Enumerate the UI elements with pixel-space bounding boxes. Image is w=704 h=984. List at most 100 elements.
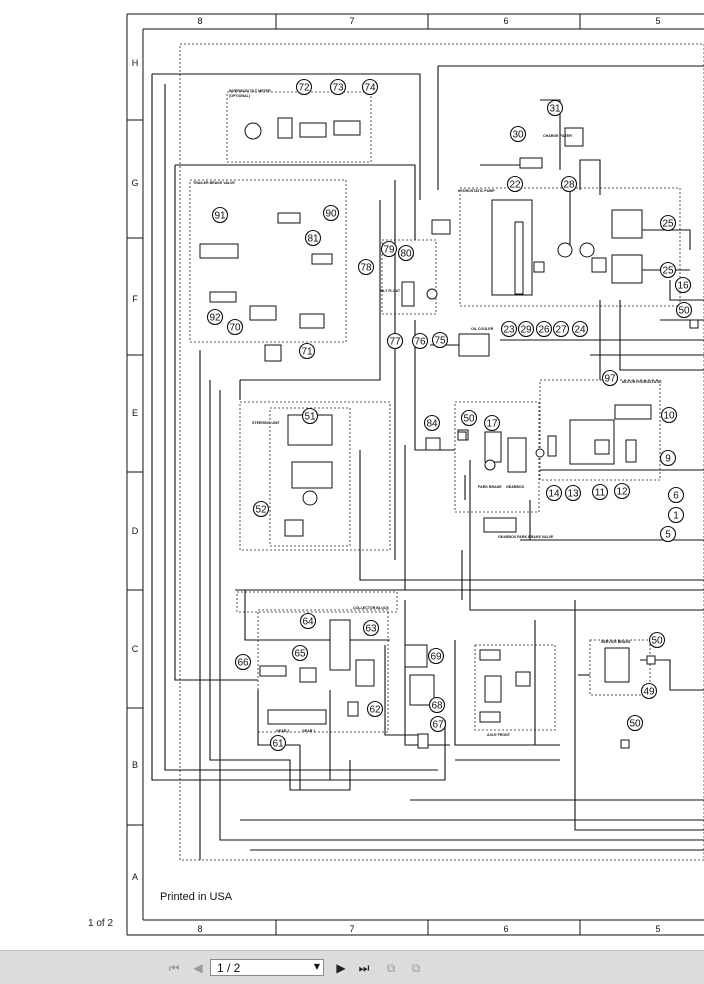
callout-c50c: 50 (648, 631, 666, 649)
column-label: 7 (349, 924, 354, 934)
row-label: D (132, 526, 139, 536)
callout-number: 24 (574, 325, 586, 336)
callout-c1: 1 (667, 506, 685, 524)
current-page: 1 / 2 (217, 961, 241, 975)
callout-c76: 76 (411, 332, 429, 350)
callout-number: 14 (548, 489, 560, 500)
callout-c27: 27 (552, 320, 570, 338)
callout-c50d: 50 (626, 714, 644, 732)
drawing-frame (126, 13, 704, 936)
callout-c23: 23 (500, 320, 518, 338)
callout-number: 65 (294, 649, 306, 660)
row-label: H (132, 58, 139, 68)
callout-c24: 24 (571, 320, 589, 338)
callout-c79: 79 (380, 240, 398, 258)
callout-number: 16 (677, 281, 689, 292)
callout-number: 28 (563, 180, 575, 191)
callout-c91: 91 (211, 206, 229, 224)
callout-c52: 52 (252, 500, 270, 518)
component-symbols (199, 117, 699, 749)
callout-number: 25 (662, 266, 674, 277)
callout-number: 71 (301, 347, 313, 358)
callout-c50b: 50 (460, 409, 478, 427)
rotate-page-icon[interactable]: ⧉ (386, 960, 396, 975)
block-label: GEAR 2 (276, 729, 289, 733)
callout-c17: 17 (483, 414, 501, 432)
block-label: CHARGE FILTER (543, 134, 572, 138)
callout-c78: 78 (357, 258, 375, 276)
callout-number: 12 (616, 487, 628, 498)
callout-number: 76 (414, 337, 426, 348)
callout-number: 50 (463, 414, 475, 425)
callout-c13: 13 (564, 484, 582, 502)
callout-c75: 75 (431, 331, 449, 349)
callout-c90: 90 (322, 204, 340, 222)
callout-c28: 28 (560, 175, 578, 193)
fit-page-icon[interactable]: ⧉ (411, 960, 421, 975)
callout-c25a: 25 (659, 214, 677, 232)
callout-c51: 51 (301, 407, 319, 425)
callout-number: 29 (520, 325, 532, 336)
callout-c6: 6 (667, 486, 685, 504)
callout-c14: 14 (545, 484, 563, 502)
pdf-toolbar: ⏮ ◀ 1 / 2 ▼ ▶ ⏭ ⧉ ⧉ (0, 950, 704, 984)
callout-number: 84 (426, 419, 438, 430)
callout-number: 92 (209, 313, 221, 324)
block-label: (OPTIONAL) (229, 94, 251, 98)
callout-number: 79 (383, 245, 395, 256)
callout-c31: 31 (546, 99, 564, 117)
next-page-icon[interactable]: ▶ (336, 961, 346, 975)
callout-c66: 66 (234, 653, 252, 671)
callout-number: 10 (663, 411, 675, 422)
callout-c29: 29 (517, 320, 535, 338)
block-label: OIL COOLER (471, 327, 494, 331)
hydraulic-schematic: 8 7 6 5 8 7 6 5 H G F E D C B A (126, 13, 704, 936)
callout-c69: 69 (427, 647, 445, 665)
callout-c11: 11 (591, 483, 609, 501)
callout-number: 27 (555, 325, 567, 336)
block-label: TRAILER BRAKE VALVE (193, 181, 235, 185)
column-labels-top: 8 7 6 5 (197, 16, 660, 26)
callout-number: 30 (512, 130, 524, 141)
callout-number: 6 (673, 491, 679, 502)
callout-c74: 74 (361, 78, 379, 96)
callout-number: 22 (509, 180, 521, 191)
block-label: TILT FLOAT (380, 289, 401, 293)
callout-number: 50 (678, 306, 690, 317)
block-label: SERVICE BRAKE (601, 640, 631, 644)
callout-number: 5 (665, 530, 671, 541)
block-label: PARK BRAKE (478, 485, 502, 489)
block-label: STEERING UNIT (252, 421, 281, 425)
callout-number: 17 (486, 419, 498, 430)
callout-number: 69 (430, 652, 442, 663)
callout-c62: 62 (366, 700, 384, 718)
previous-page-icon[interactable]: ◀ (193, 961, 203, 975)
callout-number: 81 (307, 234, 319, 245)
column-label: 8 (197, 924, 202, 934)
callout-number: 49 (643, 687, 655, 698)
callout-c22: 22 (506, 175, 524, 193)
callout-number: 50 (651, 636, 663, 647)
column-label: 6 (503, 924, 508, 934)
skip-last-icon[interactable]: ⏭ (358, 960, 370, 975)
callout-c72: 72 (295, 78, 313, 96)
callout-number: 67 (432, 720, 444, 731)
callout-c71: 71 (298, 342, 316, 360)
callout-c92: 92 (206, 308, 224, 326)
block-label: AXLE FRONT (487, 733, 511, 737)
dashed-enclosures (179, 43, 704, 861)
block-label: GEARBOX PARK BRAKE VALVE (498, 535, 554, 539)
block-label: GEARBOX (506, 485, 525, 489)
callout-number: 91 (214, 211, 226, 222)
callout-number: 50 (629, 719, 641, 730)
callout-number: 23 (503, 325, 515, 336)
callout-c97: 97 (601, 369, 619, 387)
callout-c50a: 50 (675, 301, 693, 319)
page-indicator: 1 of 2 (88, 918, 114, 929)
skip-first-icon[interactable]: ⏮ (168, 960, 180, 975)
block-labels: INVERSION TILT METER (OPTIONAL) TRAILER … (193, 89, 662, 737)
row-label: A (132, 872, 138, 882)
page-selector[interactable]: 1 / 2 ▼ (210, 959, 324, 976)
row-label: E (132, 408, 138, 418)
